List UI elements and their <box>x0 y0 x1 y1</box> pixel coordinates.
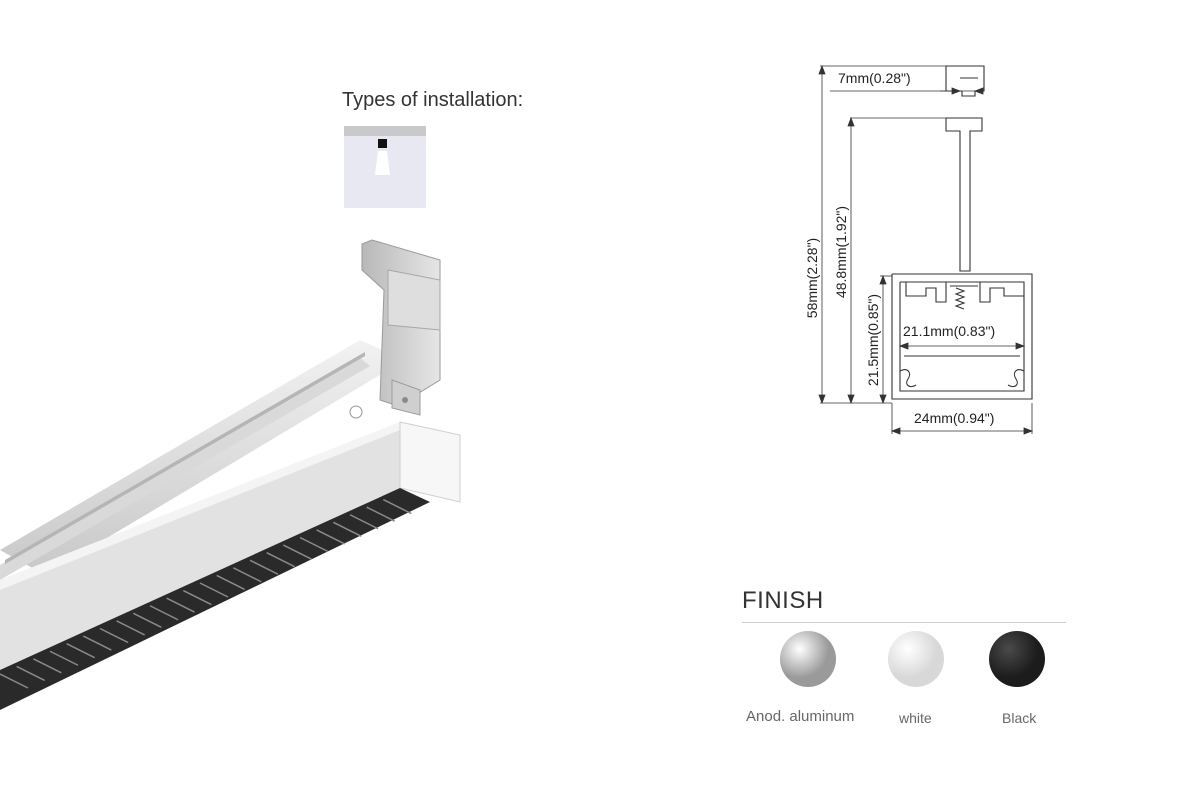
finish-label-black: Black <box>1002 710 1037 726</box>
finish-label-anodized-aluminum: Anod. aluminum <box>746 708 855 725</box>
louver-slat <box>266 551 296 568</box>
louver-slat <box>299 536 329 553</box>
dim-top-label: 7mm(0.28") <box>838 70 911 86</box>
louver-slat <box>32 658 62 674</box>
louver-slat <box>349 514 379 530</box>
louver-slat <box>82 635 112 651</box>
louver-slat <box>316 529 346 545</box>
finish-swatch-white <box>888 631 944 687</box>
finish-label-white: white <box>899 710 932 726</box>
dim-outer-width-label: 24mm(0.94") <box>914 410 994 426</box>
dim-body-height-label: 21.5mm(0.85") <box>865 294 881 386</box>
dim-inner-height-label: 48.8mm(1.92") <box>833 206 849 298</box>
dim-total-height-label: 58mm(2.28") <box>804 238 820 318</box>
louver-slat <box>366 506 396 522</box>
louver-slat <box>66 642 96 659</box>
profile-dimension-drawing: 7mm(0.28") 21.1mm(0.83") 24mm(0.94") 58m… <box>804 64 1034 435</box>
louver-slat <box>382 498 412 515</box>
installation-title: Types of installation: <box>342 89 524 111</box>
louver-slat <box>132 612 162 629</box>
finish-title: FINISH <box>742 587 824 614</box>
louver-slat <box>332 521 362 538</box>
louver-slat <box>232 567 262 583</box>
louver-slat <box>0 673 29 689</box>
linear-light-product-image <box>0 239 461 710</box>
louver-slat <box>282 544 312 560</box>
louver-slat <box>49 650 79 666</box>
louver-slat <box>166 597 196 613</box>
pendant-installation-icon <box>344 126 426 208</box>
louver-slat <box>99 627 129 644</box>
louver-slat <box>216 574 246 591</box>
finish-swatch-black <box>989 631 1045 687</box>
louver-slat <box>249 559 279 575</box>
louver-slat <box>16 665 46 682</box>
finish-divider <box>742 622 1066 623</box>
louver-slat <box>149 605 179 621</box>
finish-swatch-anodized-aluminum <box>780 631 836 687</box>
louver-slat <box>182 589 212 606</box>
louver-slat <box>116 620 146 636</box>
dim-inner-width-label: 21.1mm(0.83") <box>903 323 995 339</box>
louver-slat <box>199 582 229 598</box>
